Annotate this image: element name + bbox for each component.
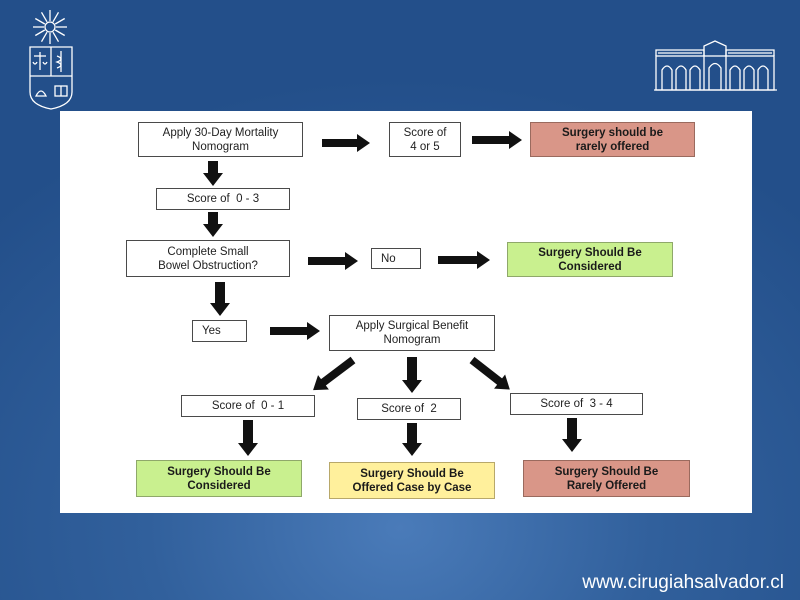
box-line: Nomogram: [192, 140, 249, 153]
flowchart-panel: Apply 30-Day Mortality Nomogram Score of…: [60, 111, 752, 513]
score-3-4-box: Score of 3 - 4: [510, 393, 643, 415]
arrow-step2-to-score-3-4: [469, 356, 510, 390]
score-4-or-5-box: Score of 4 or 5: [389, 122, 461, 157]
flowchart-arrows: [203, 131, 582, 456]
box-line: Considered: [187, 479, 251, 492]
bowel-obstruction-question-box: Complete Small Bowel Obstruction?: [126, 240, 290, 277]
box-line: rarely offered: [575, 140, 650, 153]
arrow-score-2-to-case-by-case: [402, 423, 422, 456]
box-line: Apply 30-Day Mortality: [162, 126, 279, 139]
university-seal-icon: [29, 10, 73, 110]
box-line: 4 or 5: [410, 140, 440, 153]
arrow-step1-to-score-high: [322, 134, 370, 152]
arrow-score-3-4-to-rarely: [562, 418, 582, 452]
box-line: Surgery Should Be: [360, 467, 464, 480]
score-0-3-box: Score of 0 - 3: [156, 188, 290, 210]
arrow-yes-to-step2: [270, 322, 320, 340]
arrow-no-to-considered: [438, 251, 490, 269]
arrow-step1-to-score-low: [203, 161, 223, 186]
box-line: Score of 2: [381, 403, 437, 415]
mortality-nomogram-box: Apply 30-Day Mortality Nomogram: [138, 122, 303, 157]
arrow-step2-to-score-0-1: [313, 356, 356, 391]
answer-no-box: No: [371, 248, 421, 269]
box-line: Score of 0 - 1: [211, 400, 285, 412]
footer-website: www.cirugiahsalvador.cl: [582, 572, 784, 593]
box-line: Rarely Offered: [566, 479, 647, 492]
arrow-score-low-to-question: [203, 212, 223, 237]
box-line: Surgery Should Be: [538, 246, 642, 259]
box-line: Score of: [403, 126, 447, 139]
box-line: Complete Small: [167, 245, 249, 258]
outcome-rarely-offered-top-box: Surgery should be rarely offered: [530, 122, 695, 157]
box-line: No: [381, 252, 396, 265]
box-line: Surgery Should Be: [554, 465, 659, 478]
arrow-question-to-no: [308, 252, 358, 270]
score-0-1-box: Score of 0 - 1: [181, 395, 315, 417]
hospital-building-icon: [654, 40, 777, 91]
box-line: Surgery Should Be: [167, 465, 271, 478]
box-line: Nomogram: [383, 334, 441, 346]
box-line: Score of 0 - 3: [186, 193, 260, 205]
surgical-benefit-nomogram-box: Apply Surgical Benefit Nomogram: [329, 315, 495, 351]
box-line: Considered: [558, 260, 622, 273]
box-line: Bowel Obstruction?: [158, 259, 258, 272]
box-line: Yes: [202, 325, 221, 337]
arrow-step2-to-score-2: [402, 357, 422, 393]
outcome-rarely-offered-box: Surgery Should Be Rarely Offered: [523, 460, 690, 497]
arrow-score-high-to-rarely: [472, 131, 522, 149]
outcome-case-by-case-box: Surgery Should Be Offered Case by Case: [329, 462, 495, 499]
box-line: Apply Surgical Benefit: [355, 320, 469, 332]
arrow-score-0-1-to-considered: [238, 420, 258, 456]
answer-yes-box: Yes: [192, 320, 247, 342]
box-line: Surgery should be: [562, 126, 663, 139]
score-2-box: Score of 2: [357, 398, 461, 420]
box-line: Offered Case by Case: [352, 481, 472, 494]
box-line: Score of 3 - 4: [540, 398, 613, 410]
arrow-question-to-yes: [210, 282, 230, 316]
outcome-considered-top-box: Surgery Should Be Considered: [507, 242, 673, 277]
outcome-considered-box: Surgery Should Be Considered: [136, 460, 302, 497]
